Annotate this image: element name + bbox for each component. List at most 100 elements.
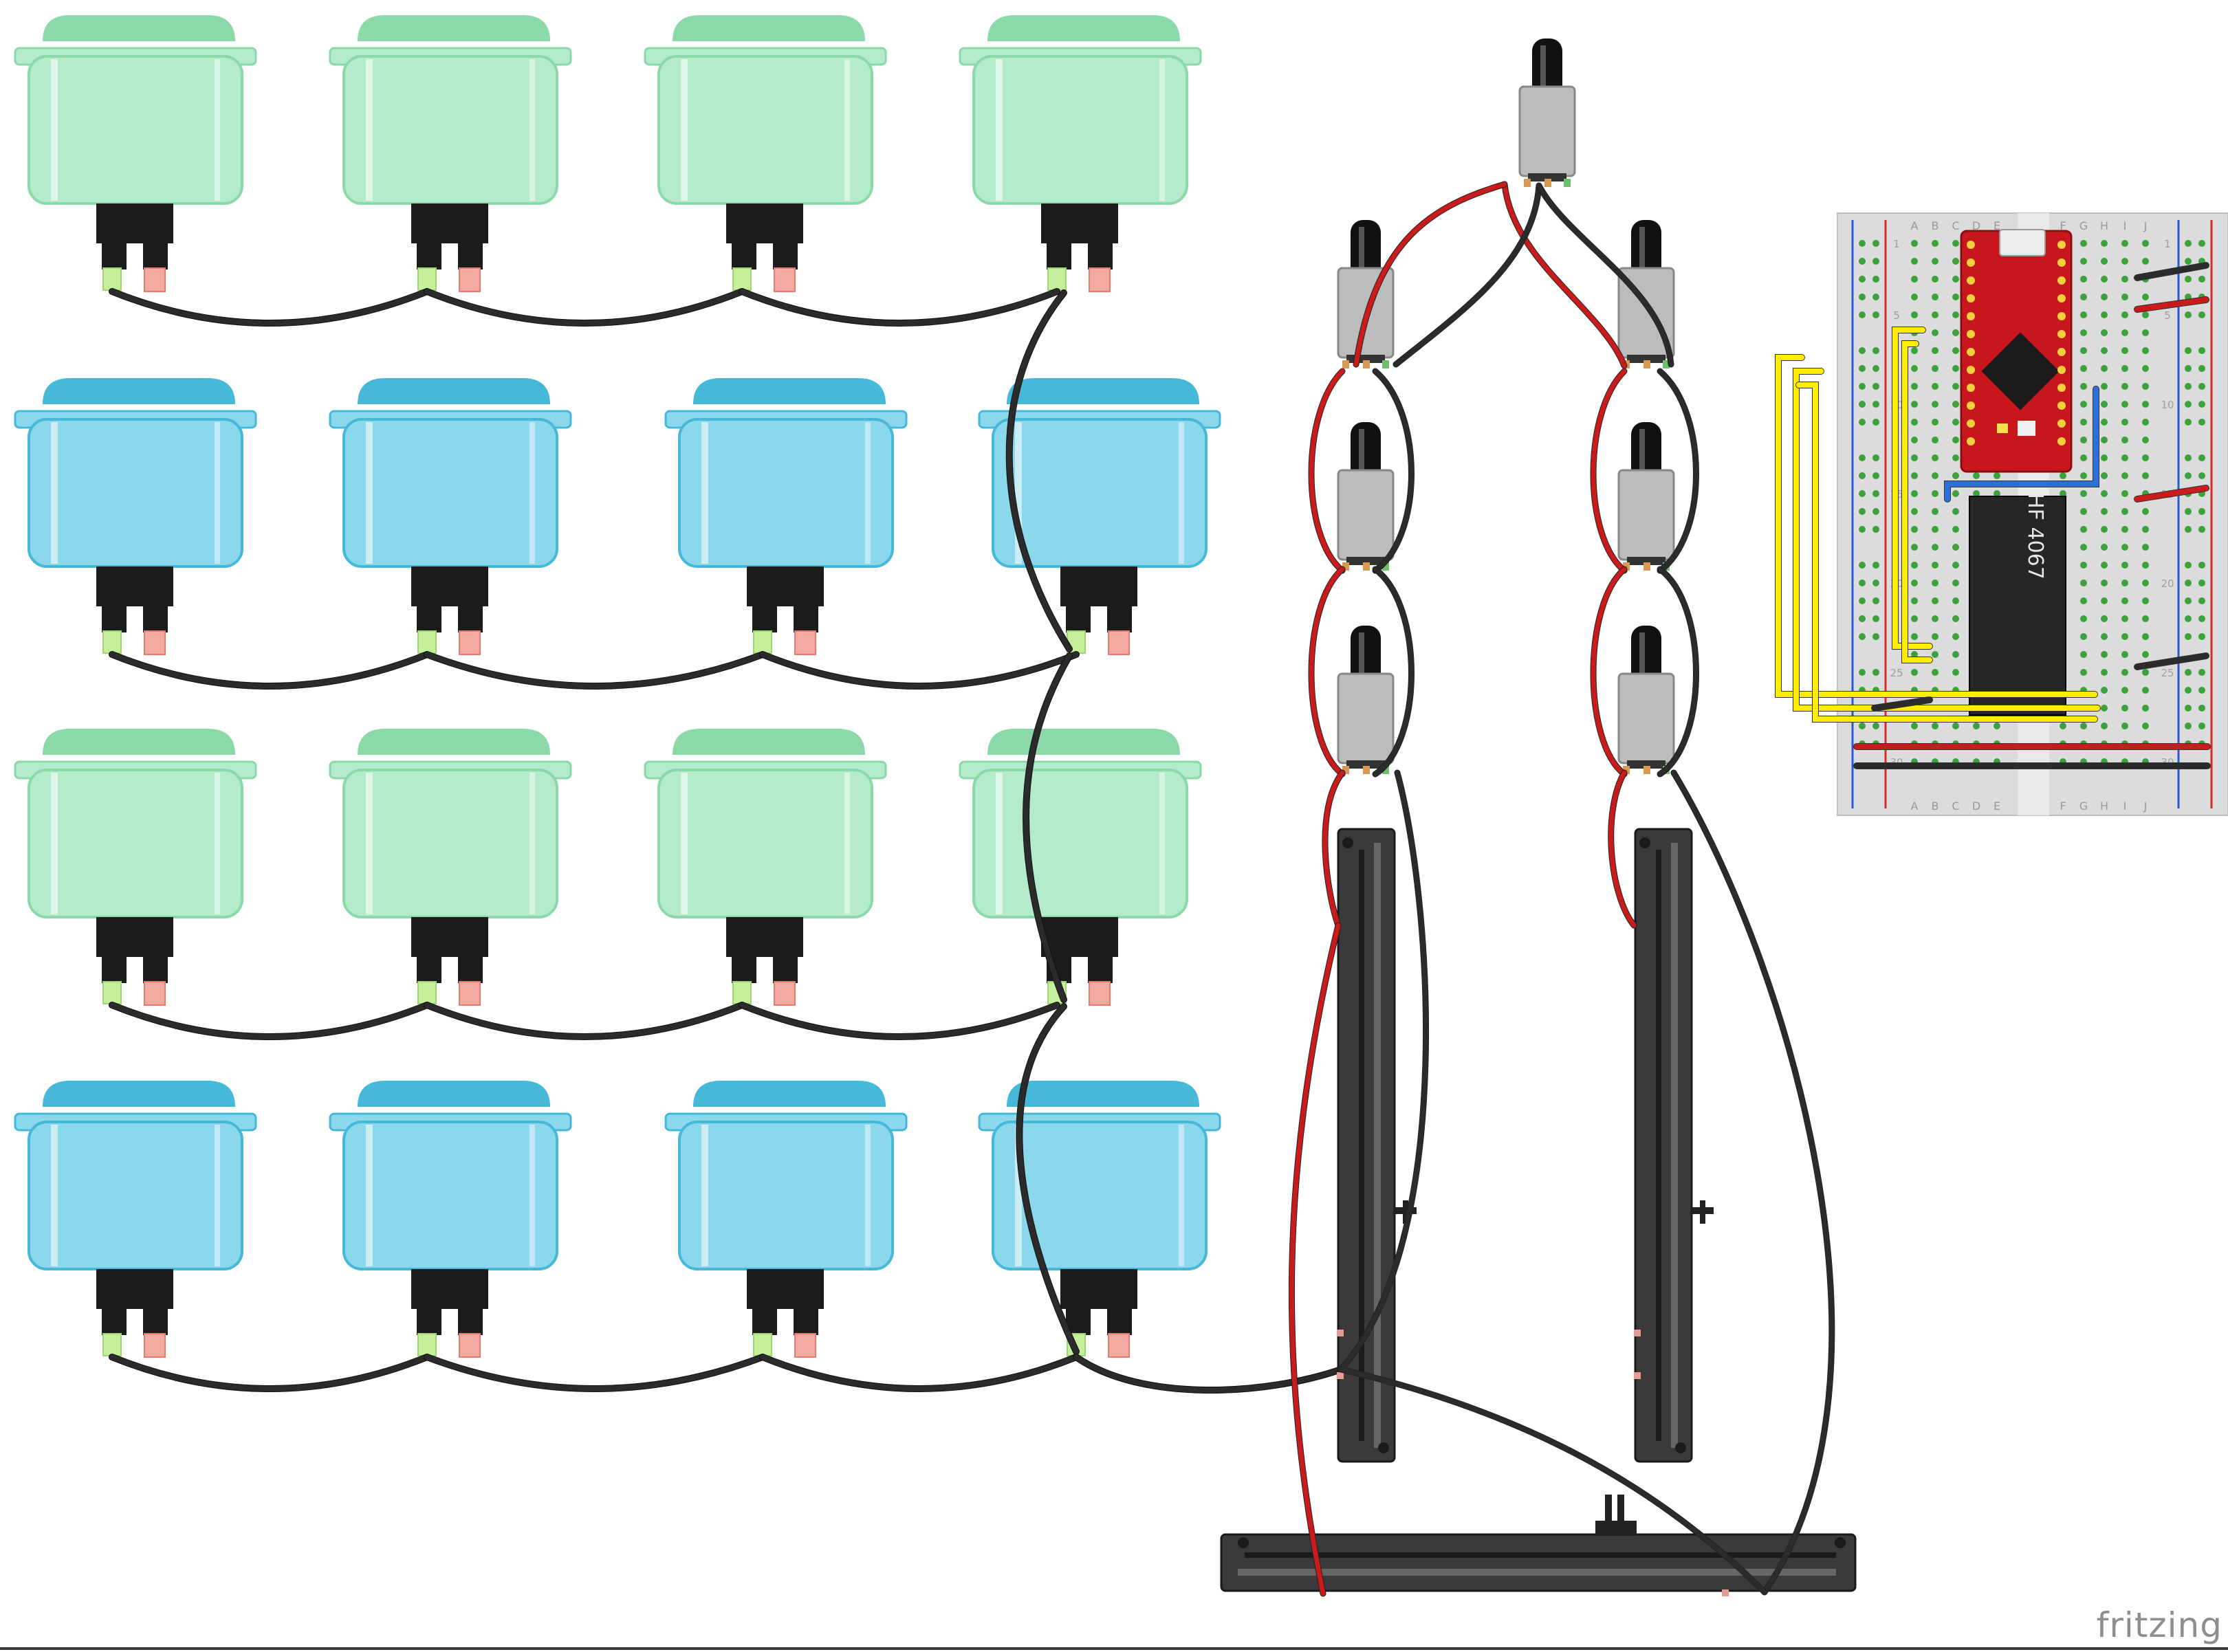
button-body	[28, 418, 243, 568]
breadboard-hole	[2080, 294, 2087, 300]
button-cap	[693, 378, 886, 404]
button-signal-pin	[459, 1333, 481, 1358]
breadboard-hole	[2121, 294, 2128, 300]
arcade-button-r3-c4	[959, 729, 1202, 1006]
breadboard-hole	[2101, 580, 2108, 586]
breadboard-hole	[2080, 276, 2087, 283]
pot-red-wire	[1591, 566, 1627, 777]
breadboard-hole	[2080, 454, 2087, 461]
button-ground-pin	[753, 630, 772, 654]
button-terminal-block	[411, 203, 488, 243]
pot-pin	[1382, 766, 1389, 774]
breadboard-hole	[1932, 276, 1938, 283]
button-highlight	[865, 1125, 871, 1266]
pot-base	[1528, 173, 1566, 181]
potentiometer-6	[1337, 626, 1395, 774]
button-row-link-3	[1016, 1004, 1079, 1354]
button-signal-pin	[1089, 981, 1111, 1006]
arcade-button-r2-c2	[329, 378, 572, 655]
breadboard-hole	[2080, 437, 2087, 443]
button-terminal-leg	[417, 957, 441, 983]
mcu-pin	[1967, 419, 1975, 428]
button-body	[342, 418, 558, 568]
breadboard-hole	[1911, 419, 1918, 426]
breadboard-hole	[2101, 669, 2108, 676]
button-highlight	[1159, 59, 1165, 201]
button-body	[678, 418, 894, 568]
mcu-pin	[2057, 366, 2066, 374]
button-highlight	[529, 422, 535, 564]
button-ground-pin	[1047, 267, 1067, 291]
button-terminal-leg	[102, 1309, 127, 1335]
breadboard-row-number: 5	[1893, 309, 1900, 322]
button-terminal-block	[411, 1269, 488, 1309]
button-highlight	[529, 1125, 535, 1266]
button-chain-wire-r2	[760, 652, 1079, 689]
mcu-pin	[2057, 258, 2066, 267]
breadboard-hole	[2121, 383, 2128, 390]
button-body	[28, 1121, 243, 1270]
breadboard-rail-hole	[1859, 258, 1866, 265]
breadboard-rail-hole	[2198, 347, 2205, 354]
pot-housing	[1617, 672, 1675, 764]
breadboard-hole	[2142, 562, 2149, 569]
fader-pin	[1634, 1330, 1641, 1336]
breadboard-hole	[1911, 311, 1918, 318]
button-signal-pin	[459, 267, 481, 292]
button-ground-pin	[417, 1333, 437, 1356]
pot-shaft-highlight	[1359, 429, 1364, 491]
pot-pin	[1564, 179, 1571, 187]
bottom-border	[0, 1647, 2228, 1650]
button-terminal-leg	[794, 606, 818, 632]
breadboard-rail-hole	[1859, 240, 1866, 247]
breadboard-hole	[2080, 401, 2087, 408]
breadboard-column-letter: B	[1932, 219, 1939, 232]
breadboard-hole	[2142, 347, 2149, 354]
pot-housing	[1518, 85, 1576, 177]
breadboard-hole	[1973, 490, 1980, 497]
breadboard-hole	[2121, 365, 2128, 372]
breadboard-hole	[2080, 597, 2087, 604]
fader-slot	[1656, 850, 1661, 1441]
button-highlight	[51, 773, 58, 914]
breadboard-hole	[2121, 705, 2128, 712]
mcu-pin	[2057, 241, 2066, 249]
breadboard-rail-hole	[1872, 562, 1879, 569]
button-ground-pin	[102, 981, 122, 1004]
button-terminal-leg	[458, 606, 483, 632]
breadboard-rail-hole	[2198, 454, 2205, 461]
breadboard-hole	[2121, 723, 2128, 729]
breadboard-hole	[2080, 651, 2087, 658]
breadboard-column-letter: F	[2060, 219, 2066, 232]
breadboard-hole	[2142, 687, 2149, 694]
breadboard-hole	[2121, 597, 2128, 604]
breadboard-column-letter: E	[1994, 219, 2000, 232]
breadboard-hole	[2142, 508, 2149, 515]
yellow-wire	[1902, 341, 1932, 663]
button-terminal-block	[747, 566, 824, 606]
arcade-button-r4-c1	[14, 1081, 257, 1358]
breadboard-rail-hole	[2198, 615, 2205, 622]
breadboard-hole	[2101, 526, 2108, 533]
pot-black-wire	[1393, 183, 1542, 367]
arcade-button-r1-c4	[959, 15, 1202, 292]
breadboard-hole	[2142, 294, 2149, 300]
breadboard-hole	[2101, 311, 2108, 318]
breadboard-hole	[2080, 258, 2087, 265]
button-terminal-leg	[143, 243, 168, 269]
button-signal-pin	[144, 981, 166, 1006]
button-signal-pin	[794, 1333, 816, 1358]
breadboard-rail-hole	[2185, 669, 2192, 676]
arcade-button-r1-c2	[329, 15, 572, 292]
fader-pin	[1722, 1589, 1729, 1596]
breadboard-hole	[1952, 651, 1959, 658]
button-highlight	[844, 773, 850, 914]
breadboard-hole	[2101, 597, 2108, 604]
pot-pin	[1342, 766, 1349, 774]
mcu-pin	[2057, 384, 2066, 392]
button-terminal-leg	[102, 606, 127, 632]
breadboard-hole	[1911, 240, 1918, 247]
horizontal-fader	[1220, 1495, 1857, 1596]
button-terminal-block	[747, 1269, 824, 1309]
